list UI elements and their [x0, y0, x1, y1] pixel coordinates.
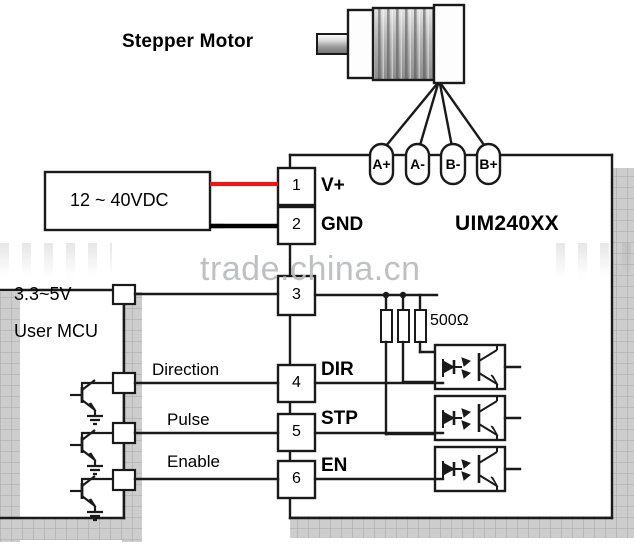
optocoupler-internals — [442, 345, 499, 491]
signal-label-enable: Enable — [167, 452, 220, 471]
resistor-value-label: 500Ω — [430, 312, 469, 329]
phase-terminal-b-minus: B- — [445, 156, 461, 172]
terminal-name-en: EN — [321, 455, 348, 476]
terminal-number-5: 5 — [292, 423, 301, 440]
mcu-transistors — [70, 379, 113, 522]
mcu-label: User MCU — [14, 321, 98, 341]
signal-label-pulse: Pulse — [167, 410, 210, 429]
bus-junction-dots — [382, 291, 407, 299]
terminal-name-v-plus: V+ — [321, 175, 345, 196]
terminal-name-dir: DIR — [321, 359, 354, 380]
terminal-name-gnd: GND — [321, 214, 364, 235]
signal-label-direction: Direction — [152, 360, 220, 379]
terminal-name-stp: STP — [321, 408, 358, 429]
phase-terminal-a-minus: A- — [410, 156, 425, 172]
driver-model-label: UIM240XX — [455, 212, 559, 235]
terminal-number-1: 1 — [292, 177, 301, 194]
phase-terminal-b-plus: B+ — [479, 156, 498, 172]
mcu-voltage-label: 3.3~5V — [14, 284, 72, 304]
terminal-number-4: 4 — [292, 374, 301, 391]
power-wires — [210, 181, 278, 229]
terminal-number-6: 6 — [292, 470, 301, 487]
power-supply-label: 12 ~ 40VDC — [70, 190, 169, 210]
stepper-motor-title: Stepper Motor — [122, 31, 254, 52]
terminal-number-3: 3 — [292, 286, 301, 303]
phase-terminal-a-plus: A+ — [372, 156, 391, 172]
terminal-number-2: 2 — [292, 216, 301, 233]
